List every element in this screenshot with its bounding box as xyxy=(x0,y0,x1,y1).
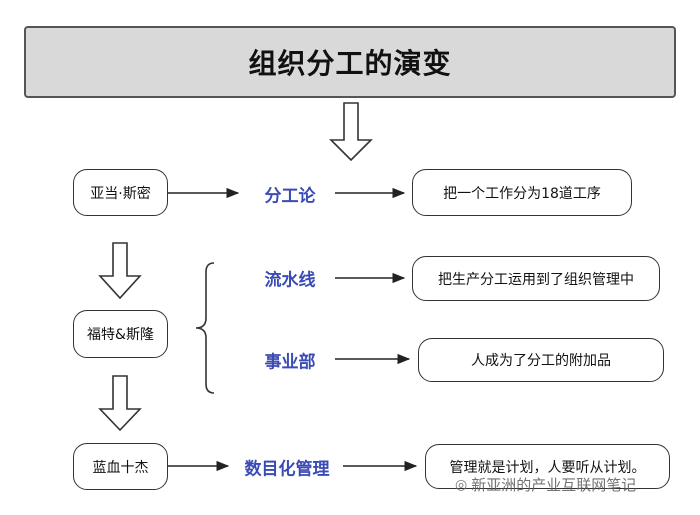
outcome-division-of-labor: 把一个工作分为18道工序 xyxy=(412,169,632,216)
watermark-text: 新亚洲的产业互联网笔记 xyxy=(471,476,637,494)
watermark: ◎ 新亚洲的产业互联网笔记 xyxy=(455,474,636,495)
node-ford-sloan: 福特&斯隆 xyxy=(73,310,168,358)
concept-assembly-line: 流水线 xyxy=(264,270,316,291)
node-ford-sloan-label: 福特&斯隆 xyxy=(87,327,154,343)
hollow-down-arrow-title xyxy=(329,102,373,162)
concept-digital-management: 数目化管理 xyxy=(244,459,330,480)
outcome-digital-management: 管理就是计划，人要听从计划。 xyxy=(425,444,670,489)
outcome-division-of-labor-text: 把一个工作分为18道工序 xyxy=(443,185,601,202)
hollow-down-arrow-smith-ford xyxy=(98,242,142,300)
node-adam-smith: 亚当·斯密 xyxy=(73,169,168,216)
outcome-division-department-text: 人成为了分工的附加品 xyxy=(471,353,611,369)
outcome-division-department: 人成为了分工的附加品 xyxy=(418,338,664,382)
node-blue-chip: 蓝血十杰 xyxy=(73,443,168,490)
hollow-down-arrow-ford-bluechip xyxy=(98,375,142,432)
wechat-icon: ◎ xyxy=(455,476,468,493)
concept-division-of-labor: 分工论 xyxy=(264,186,316,207)
concept-division-department: 事业部 xyxy=(264,352,316,373)
node-adam-smith-label: 亚当·斯密 xyxy=(90,185,151,202)
outcome-assembly-line: 把生产分工运用到了组织管理中 xyxy=(412,256,660,301)
diagram-title: 组织分工的演变 xyxy=(248,47,452,80)
outcome-assembly-line-text: 把生产分工运用到了组织管理中 xyxy=(438,271,634,288)
node-blue-chip-label: 蓝血十杰 xyxy=(92,459,149,476)
title-box: 组织分工的演变 xyxy=(24,26,676,98)
outcome-digital-management-text: 管理就是计划，人要听从计划。 xyxy=(449,459,646,476)
curly-brace xyxy=(195,262,215,394)
